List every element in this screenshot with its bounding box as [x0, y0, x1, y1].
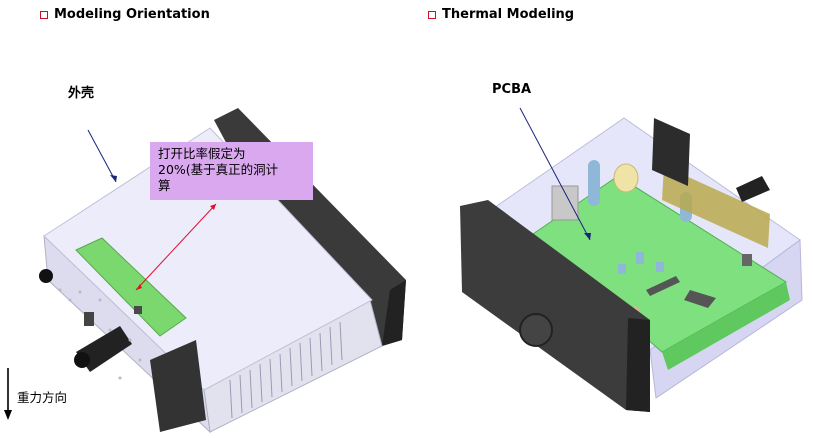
callout-line: 20%(基于真正的洞计: [158, 162, 279, 177]
opening-ratio-callout: 打开比率假定为 20%(基于真正的洞计 算: [150, 142, 313, 200]
shell-pointer-arrow: [87, 129, 117, 183]
pcba-pointer-arrow: [519, 107, 591, 241]
gravity-direction-label: 重力方向: [17, 390, 68, 405]
bullet-square-icon: [40, 10, 48, 19]
pcba-label: PCBA: [492, 82, 532, 97]
callout-line: 打开比率假定为: [158, 146, 246, 161]
heading-thermal-modeling: Thermal Modeling: [428, 7, 574, 22]
heading-text: Modeling Orientation: [54, 7, 210, 22]
callout-double-arrow: [135, 203, 217, 291]
heading-text: Thermal Modeling: [442, 7, 575, 22]
shell-label: 外壳: [68, 86, 95, 101]
bullet-square-icon: [428, 10, 436, 19]
callout-line: 算: [158, 178, 171, 193]
heading-modeling-orientation: Modeling Orientation: [40, 7, 210, 22]
